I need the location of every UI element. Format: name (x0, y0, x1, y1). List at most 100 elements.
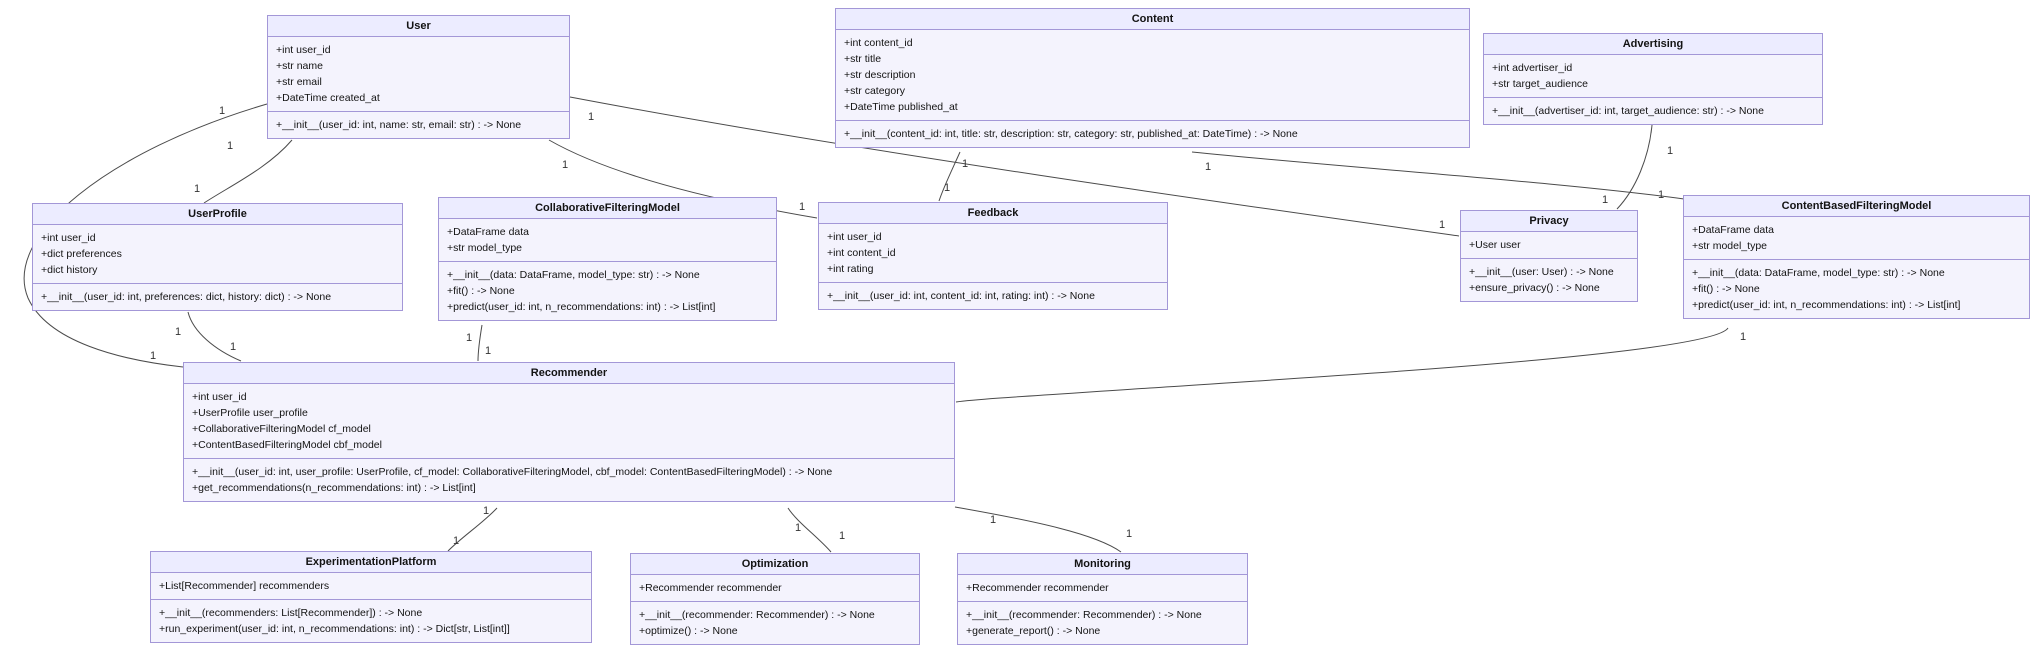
class-feedback: Feedback +int user_id +int content_id +i… (818, 202, 1168, 310)
class-method: +generate_report() : -> None (966, 625, 1101, 637)
class-method: +__init__(recommender: Recommender) : ->… (639, 609, 875, 621)
class-userprofile: UserProfile +int user_id +dict preferenc… (32, 203, 403, 311)
class-attr: +Recommender recommender (639, 582, 782, 594)
class-title: Feedback (819, 203, 1167, 224)
class-title: Advertising (1484, 34, 1822, 55)
cardinality-label: 1 (1667, 145, 1673, 157)
class-attr: +str description (844, 69, 916, 81)
class-methods: +__init__(recommender: Recommender) : ->… (631, 602, 919, 644)
class-attr: +List[Recommender] recommenders (159, 580, 330, 592)
class-methods: +__init__(user_id: int, preferences: dic… (33, 284, 402, 310)
class-attr: +dict history (41, 264, 98, 276)
class-attr: +User user (1469, 239, 1521, 251)
class-attr: +CollaborativeFilteringModel cf_model (192, 423, 371, 435)
class-method: +predict(user_id: int, n_recommendations… (447, 301, 716, 313)
edge-user-userprofile (203, 139, 293, 204)
edge-advertising-privacy (1616, 124, 1653, 210)
class-methods: +__init__(data: DataFrame, model_type: s… (1684, 260, 2029, 318)
class-title: UserProfile (33, 204, 402, 225)
class-content: Content +int content_id +str title +str … (835, 8, 1470, 148)
class-title: Recommender (184, 363, 954, 384)
cardinality-label: 1 (466, 332, 472, 344)
class-attr: +int user_id (41, 232, 96, 244)
class-methods: +__init__(content_id: int, title: str, d… (836, 121, 1469, 147)
edge-user-privacy (569, 96, 1460, 237)
class-methods: +__init__(recommender: Recommender) : ->… (958, 602, 1247, 644)
cardinality-label: 1 (150, 350, 156, 362)
cardinality-label: 1 (944, 182, 950, 194)
class-attr: +int user_id (192, 391, 247, 403)
class-attr: +DateTime published_at (844, 101, 958, 113)
class-attr: +str model_type (447, 242, 522, 254)
cardinality-label: 1 (588, 111, 594, 123)
class-attributes: +DataFrame data +str model_type (439, 219, 776, 262)
class-method: +__init__(user: User) : -> None (1469, 266, 1614, 278)
class-method: +fit() : -> None (1692, 283, 1760, 295)
class-attributes: +int user_id +UserProfile user_profile +… (184, 384, 954, 459)
cardinality-label: 1 (1740, 331, 1746, 343)
class-methods: +__init__(user_id: int, content_id: int,… (819, 283, 1167, 309)
class-method: +run_experiment(user_id: int, n_recommen… (159, 623, 510, 635)
edge-contentbasedfilteringmodel-recommender (955, 327, 1729, 403)
class-method: +ensure_privacy() : -> None (1469, 282, 1600, 294)
edge-userprofile-recommender (187, 311, 242, 362)
cardinality-label: 1 (1126, 528, 1132, 540)
class-contentbasedfilteringmodel: ContentBasedFilteringModel +DataFrame da… (1683, 195, 2030, 319)
class-method: +__init__(data: DataFrame, model_type: s… (1692, 267, 1945, 279)
class-title: Privacy (1461, 211, 1637, 232)
class-recommender: Recommender +int user_id +UserProfile us… (183, 362, 955, 502)
cardinality-label: 1 (485, 345, 491, 357)
class-method: +predict(user_id: int, n_recommendations… (1692, 299, 1961, 311)
class-attributes: +int user_id +int content_id +int rating (819, 224, 1167, 283)
class-optimization: Optimization +Recommender recommender +_… (630, 553, 920, 645)
class-attributes: +Recommender recommender (958, 575, 1247, 602)
class-title: Monitoring (958, 554, 1247, 575)
cardinality-label: 1 (453, 535, 459, 547)
class-attr: +Recommender recommender (966, 582, 1109, 594)
edge-content-contentbasedfilteringmodel (1191, 151, 1685, 200)
class-methods: +__init__(data: DataFrame, model_type: s… (439, 262, 776, 320)
class-collaborativefilteringmodel: CollaborativeFilteringModel +DataFrame d… (438, 197, 777, 321)
class-methods: +__init__(user_id: int, user_profile: Us… (184, 459, 954, 501)
cardinality-label: 1 (795, 522, 801, 534)
class-method: +get_recommendations(n_recommendations: … (192, 482, 476, 494)
class-title: ExperimentationPlatform (151, 552, 591, 573)
class-attr: +UserProfile user_profile (192, 407, 308, 419)
class-attr: +int content_id (827, 247, 896, 259)
edge-collaborativefilteringmodel-recommender (477, 324, 483, 362)
class-title: ContentBasedFilteringModel (1684, 196, 2029, 217)
class-attr: +int content_id (844, 37, 913, 49)
class-method: +__init__(recommenders: List[Recommender… (159, 607, 423, 619)
class-attributes: +User user (1461, 232, 1637, 259)
cardinality-label: 1 (483, 505, 489, 517)
class-attributes: +Recommender recommender (631, 575, 919, 602)
class-methods: +__init__(recommenders: List[Recommender… (151, 600, 591, 642)
class-methods: +__init__(advertiser_id: int, target_aud… (1484, 98, 1822, 124)
class-attr: +str email (276, 76, 322, 88)
class-title: User (268, 16, 569, 37)
class-attr: +ContentBasedFilteringModel cbf_model (192, 439, 382, 451)
class-methods: +__init__(user_id: int, name: str, email… (268, 112, 569, 138)
class-attr: +DateTime created_at (276, 92, 380, 104)
class-method: +__init__(content_id: int, title: str, d… (844, 128, 1298, 140)
class-attributes: +int advertiser_id +str target_audience (1484, 55, 1822, 98)
class-method: +__init__(user_id: int, preferences: dic… (41, 291, 332, 303)
class-title: CollaborativeFilteringModel (439, 198, 776, 219)
class-method: +fit() : -> None (447, 285, 515, 297)
class-attributes: +int content_id +str title +str descript… (836, 30, 1469, 121)
class-method: +optimize() : -> None (639, 625, 738, 637)
cardinality-label: 1 (990, 514, 996, 526)
cardinality-label: 1 (1205, 161, 1211, 173)
cardinality-label: 1 (219, 105, 225, 117)
cardinality-label: 1 (562, 159, 568, 171)
edge-user-recommender (23, 103, 268, 368)
edge-recommender-experimentationplatform (447, 507, 498, 552)
cardinality-label: 1 (1602, 194, 1608, 206)
class-attr: +int rating (827, 263, 874, 275)
class-attr: +dict preferences (41, 248, 122, 260)
edge-content-feedback (938, 151, 961, 202)
class-attr: +str name (276, 60, 323, 72)
cardinality-label: 1 (839, 530, 845, 542)
